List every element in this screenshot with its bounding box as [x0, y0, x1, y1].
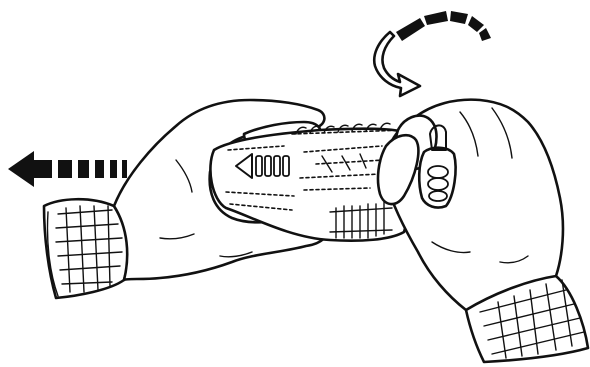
right-hand [376, 98, 565, 312]
direction-arrow-marking [235, 153, 290, 179]
left-sleeve-cuff [42, 197, 130, 300]
pull-left-arrow [8, 151, 127, 187]
grip-ribs [329, 201, 393, 239]
twist-rotate-arrow [372, 11, 491, 98]
right-sleeve-cuff [464, 274, 590, 364]
twist-cap [417, 124, 457, 209]
